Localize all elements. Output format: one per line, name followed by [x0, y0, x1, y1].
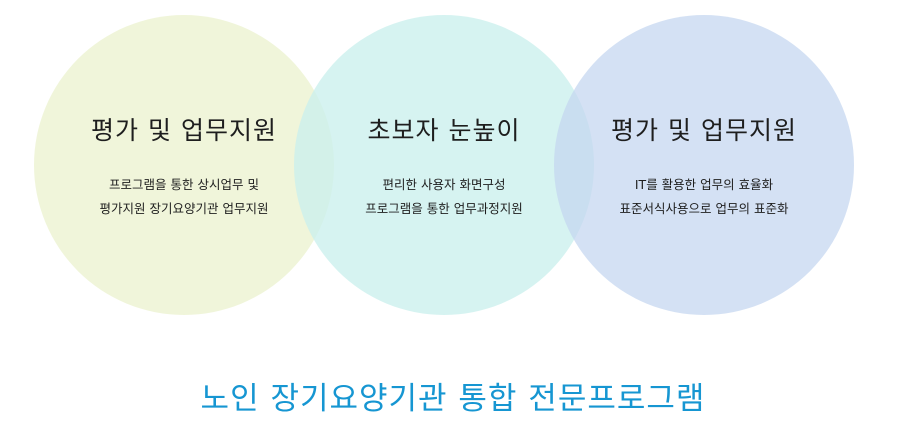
circle-it-efficiency — [554, 15, 854, 315]
circle-3-description: IT를 활용한 업무의 효율화 표준서식사용으로 업무의 표준화 — [554, 173, 854, 221]
circle-2-content: 초보자 눈높이 편리한 사용자 화면구성 프로그램을 통한 업무과정지원 — [294, 115, 594, 221]
circle-1-content: 평가 및 업무지원 프로그램을 통한 상시업무 및 평가지원 장기요양기관 업무… — [34, 115, 334, 221]
circle-beginner-friendly — [294, 15, 594, 315]
circle-3-title: 평가 및 업무지원 — [611, 116, 797, 145]
circle-1-line-2: 평가지원 장기요양기관 업무지원 — [99, 201, 269, 216]
circle-1-title: 평가 및 업무지원 — [91, 116, 277, 145]
circle-3-content: 평가 및 업무지원 IT를 활용한 업무의 효율화 표준서식사용으로 업무의 표… — [554, 115, 854, 221]
circle-3-line-1: IT를 활용한 업무의 효율화 — [634, 177, 774, 192]
program-title: 노인 장기요양기관 통합 전문프로그램 — [200, 381, 706, 417]
circle-3-line-2: 표준서식사용으로 업무의 표준화 — [619, 201, 789, 216]
circle-2-title: 초보자 눈높이 — [367, 116, 521, 145]
circle-2-line-2: 프로그램을 통한 업무과정지원 — [365, 201, 523, 216]
circle-1-line-1: 프로그램을 통한 상시업무 및 — [109, 177, 259, 192]
circle-2-line-1: 편리한 사용자 화면구성 — [382, 177, 506, 192]
circle-evaluation-support — [34, 15, 334, 315]
circle-2-description: 편리한 사용자 화면구성 프로그램을 통한 업무과정지원 — [294, 173, 594, 221]
circle-1-description: 프로그램을 통한 상시업무 및 평가지원 장기요양기관 업무지원 — [34, 173, 334, 221]
